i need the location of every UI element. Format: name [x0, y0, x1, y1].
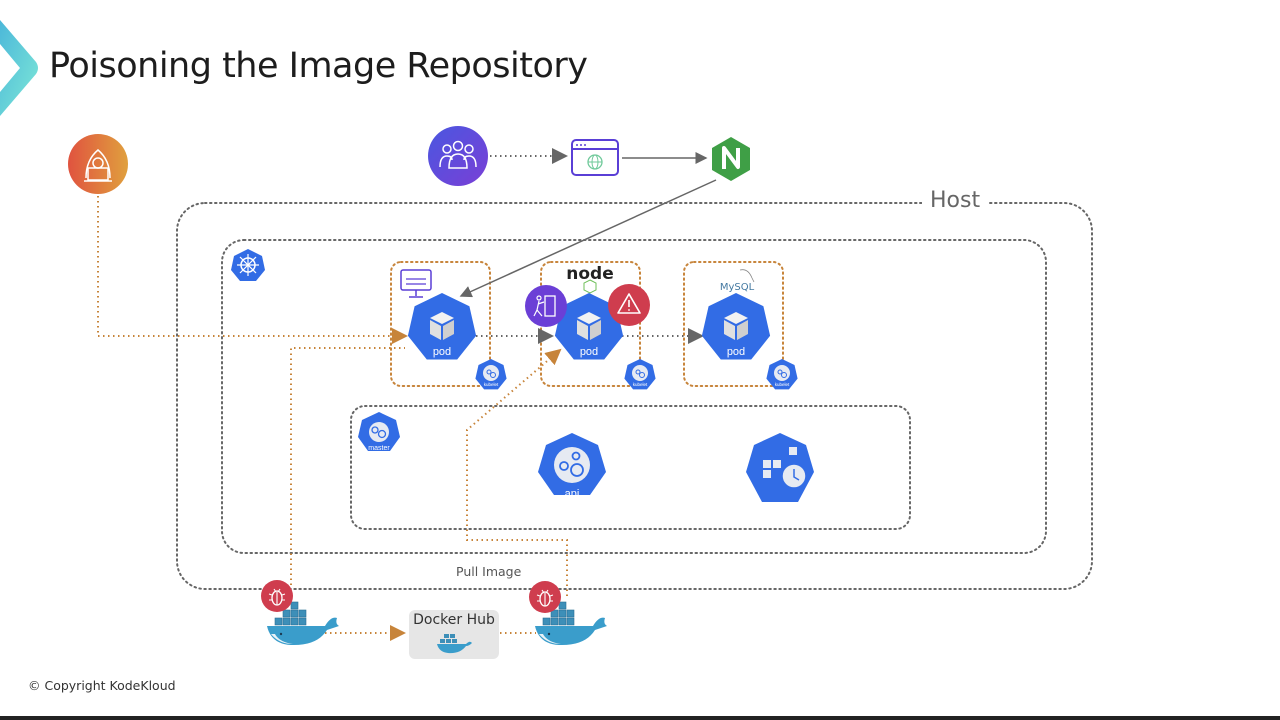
- control-plane-boundary: [350, 405, 911, 530]
- bottom-bar: [0, 716, 1280, 720]
- mysql-label: MySQL: [720, 282, 755, 293]
- host-boundary: [176, 202, 1093, 590]
- mysql-logo-icon: MySQL: [720, 269, 755, 293]
- master-label: master: [368, 445, 390, 452]
- pod-icon-nodejs: pod: [554, 293, 624, 360]
- warning-icon: [608, 284, 650, 326]
- node-box-web: [390, 261, 491, 387]
- pod-label: pod: [727, 346, 745, 358]
- slide-title: Poisoning the Image Repository: [49, 46, 588, 86]
- nginx-to-pod-arrow: [459, 179, 717, 298]
- slide-accent-chevron: [0, 20, 38, 116]
- docker-hub-label: Docker Hub: [413, 612, 495, 628]
- bug-badge-right: [529, 581, 561, 613]
- nginx-icon: [712, 137, 750, 181]
- master-node-icon: master: [358, 412, 400, 452]
- kubelet-label: kubelet: [633, 382, 648, 387]
- pull-image-path: [466, 348, 568, 596]
- attacker-icon: [68, 134, 128, 194]
- api-server-icon: api: [538, 433, 606, 500]
- pod-label: pod: [580, 346, 598, 358]
- attacker-path: [97, 196, 408, 344]
- kubelet-icon: kubelet: [766, 359, 798, 390]
- exploit-escape-icon: [525, 285, 567, 327]
- host-label: Host: [922, 188, 989, 213]
- kubelet-label: kubelet: [484, 382, 499, 387]
- bug-badge-left: [261, 580, 293, 612]
- node-box-mysql: [683, 261, 784, 387]
- kubelet-label: kubelet: [775, 382, 790, 387]
- pod-icon-web-app: pod: [407, 293, 477, 360]
- kubelet-icon: kubelet: [624, 359, 656, 390]
- nodejs-label: node: [566, 264, 613, 284]
- pod-icon-mysql: pod: [701, 293, 771, 360]
- scheduler-icon: [746, 433, 814, 502]
- poisoned-image-path-left: [290, 347, 405, 585]
- kubelet-icon: kubelet: [475, 359, 507, 390]
- browser-icon: [571, 139, 619, 176]
- copyright-text: © Copyright KodeKloud: [28, 678, 176, 693]
- docker-whale-left-icon: [267, 601, 339, 646]
- docker-hub-whale-icon: [437, 634, 472, 654]
- nodejs-logo-icon: node: [566, 264, 614, 294]
- pull-image-label: Pull Image: [456, 564, 522, 579]
- cluster-boundary: [221, 239, 1047, 554]
- pod-label: pod: [433, 346, 451, 358]
- web-app-icon: [400, 269, 432, 298]
- api-label: api: [565, 488, 580, 500]
- users-icon: [428, 126, 488, 186]
- docker-whale-right-icon: [535, 601, 607, 646]
- kubernetes-logo-icon: [231, 249, 265, 281]
